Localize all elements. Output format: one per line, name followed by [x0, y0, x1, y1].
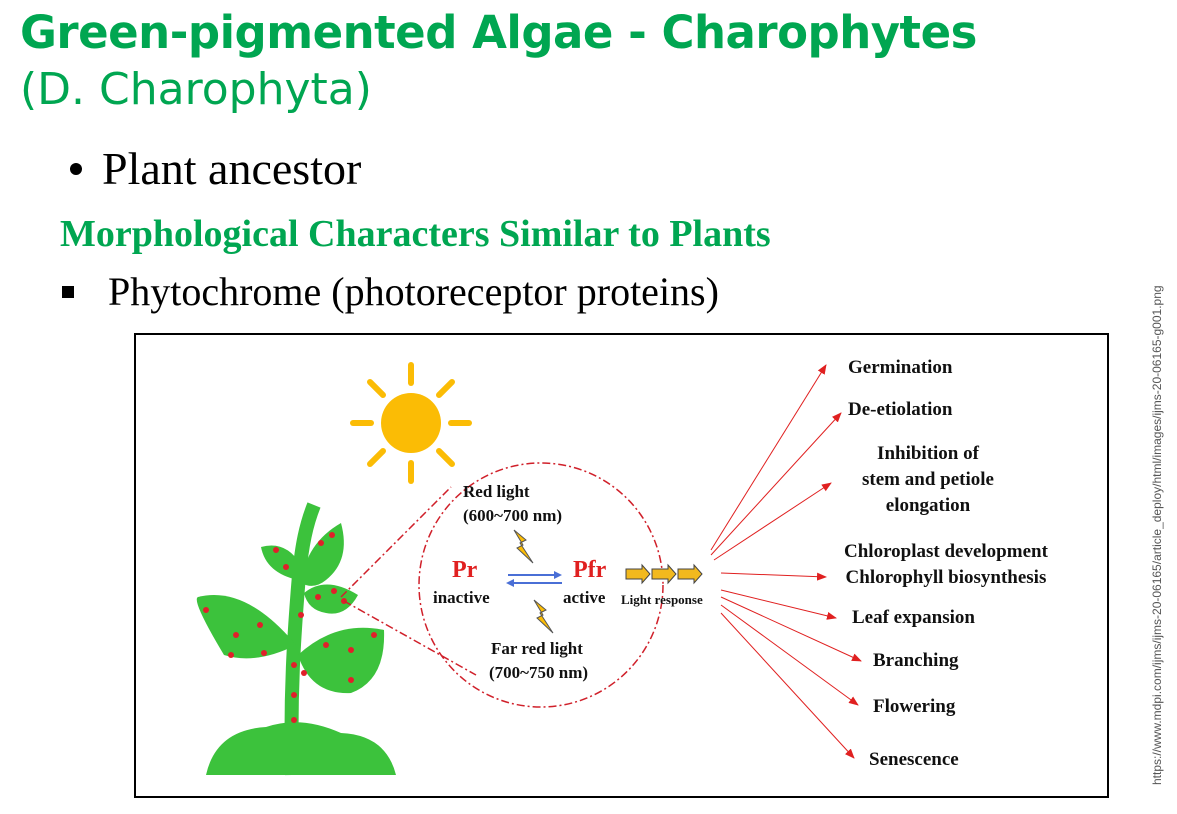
zoom-lines	[340, 462, 664, 708]
bullet-item: Plant ancestor	[70, 142, 361, 195]
response-leaf-expansion: Leaf expansion	[852, 607, 975, 628]
chevron-arrows	[625, 563, 703, 585]
far-red-light-range: (700~750 nm)	[489, 663, 589, 682]
bullet-text: Plant ancestor	[102, 143, 362, 194]
square-bullet-item: Phytochrome (photoreceptor proteins)	[62, 268, 719, 315]
slide-title: Green-pigmented Algae - Charophytes	[20, 6, 977, 59]
pr-label: Pr	[452, 557, 478, 583]
response-de-etiolation: De-etiolation	[848, 399, 953, 420]
pfr-label: Pfr	[573, 557, 607, 583]
response-arrows	[710, 364, 862, 759]
bullet-dot-icon	[70, 163, 82, 176]
plant-dots	[203, 532, 377, 723]
slide-subtitle: (D. Charophyta)	[20, 64, 372, 115]
far-red-light-label: Far red light	[491, 639, 583, 658]
light-response-label: Light response	[621, 592, 703, 607]
sun-icon	[350, 362, 472, 484]
pr-state: inactive	[433, 588, 490, 607]
response-chloroplast: Chloroplast development Chlorophyll bios…	[844, 541, 1048, 588]
ground-shape	[206, 722, 396, 775]
phytochrome-diagram: Red light (600~700 nm) Pr inactive Pfr a…	[134, 333, 1109, 798]
square-bullet-text: Phytochrome (photoreceptor proteins)	[108, 269, 719, 314]
red-light-label: Red light	[463, 482, 530, 501]
plant-icon	[196, 502, 385, 776]
pfr-state: active	[563, 588, 606, 607]
zoom-circle	[418, 462, 664, 708]
diagram-graphics	[196, 362, 862, 776]
response-flowering: Flowering	[873, 696, 956, 717]
source-url: https://www.mdpi.com/ijms/ijms-20-06165/…	[1150, 285, 1164, 785]
response-germination: Germination	[848, 357, 953, 378]
lightning-icon-2	[533, 599, 554, 634]
lightning-icon	[513, 529, 534, 564]
response-inhibition: Inhibition of stem and petiole elongatio…	[862, 443, 994, 516]
response-senescence: Senescence	[869, 749, 959, 770]
square-bullet-icon	[62, 285, 74, 298]
response-branching: Branching	[873, 650, 959, 671]
section-heading: Morphological Characters Similar to Plan…	[60, 213, 771, 255]
red-light-range: (600~700 nm)	[463, 506, 563, 525]
